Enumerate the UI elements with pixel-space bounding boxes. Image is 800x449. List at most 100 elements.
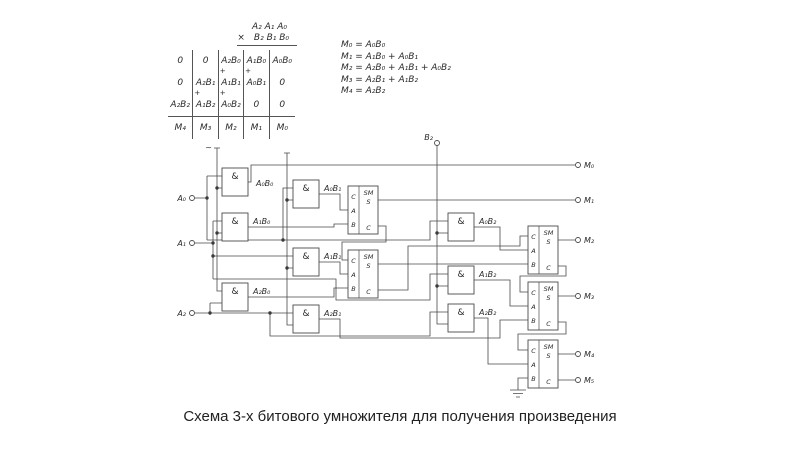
cell-value: M₃ [199,123,212,133]
and-gate-a0b0: & A₀B₀ [221,167,274,197]
adder-sm2: C A B SM S C [347,249,379,299]
cell-value: 0 [202,56,209,66]
adder-body [347,185,379,235]
gate-body [292,247,320,277]
net-ground [510,377,528,398]
cell-value: A₀B₀ [272,56,293,66]
net-a2 [195,302,448,337]
gate-body [447,265,475,295]
adder-out-c: C [546,378,551,386]
adder-in-b: B [531,317,536,325]
result-cell: M₄ [168,116,194,139]
adder-sm3: C A B SM S C [527,225,559,275]
cell-value: 0 [279,78,286,88]
net-g8-to-sm4 [474,279,528,307]
and-gate-a2b0: & A₂B₀ [221,282,271,312]
cell-value: A₁B₀ [246,56,267,66]
and-gate-a2b1: & A₂B₁ [292,304,341,334]
and-symbol: & [457,217,464,227]
cell-value: A₂B₂ [170,100,190,110]
table-cell: A₂B₀ [219,50,245,72]
and-symbol: & [231,287,238,297]
junction-dot [211,254,215,258]
net-b2 [436,146,448,325]
output-m5: M₅ [575,376,594,385]
adder-out-s: S [366,198,370,206]
adder-in-a: A [350,207,355,215]
and-symbol: & [302,309,309,319]
gate-body [292,304,320,334]
output-label-m5: M₅ [584,376,594,385]
output-m3: M₃ [575,292,594,301]
net-g2-to-sm1 [248,223,348,228]
adder-sm1: C A B SM S C [347,185,379,235]
multiplier: B₂ B₁ B₀ [253,33,289,43]
multiply-sign: × [237,33,245,43]
adder-out-s: S [546,294,550,302]
cell-value: 0 [253,100,260,110]
and-symbol: & [302,252,309,262]
adder-body [527,281,559,331]
adder-body [527,339,559,389]
input-label-a0: A₀ [176,194,186,203]
adder-out-c: C [366,288,371,296]
cell-value: A₂B₀ [221,56,241,66]
adder-out-c: C [366,224,371,232]
terminal [189,195,195,201]
and-gate-a1b2: & A₁B₂ [447,265,497,295]
multiplier-row: × B₂ B₁ B₀ [237,33,297,46]
cell-value: A₀B₁ [246,78,267,88]
gate-body [447,303,475,333]
input-a1: A₁ [176,239,195,248]
net-g9-to-sm5 [474,317,528,365]
gate-label-a1b2: A₁B₂ [478,270,497,279]
adder-in-b: B [531,375,536,383]
and-symbol: & [457,308,464,318]
terminal [189,240,195,246]
equation-m1: M₁ = A₁B₀ + A₀B₁ [341,51,418,62]
mult-table-header: A₂ A₁ A₀ ×B₂ B₁ B₀ [168,22,297,46]
adder-out-c: C [546,264,551,272]
gate-label-a1b0: A₁B₀ [252,217,271,226]
table-cell: 0 [168,72,194,94]
junction-dot [285,266,289,270]
net-b0 [214,147,222,292]
equation-m2: M₂ = A₂B₀ + A₁B₁ + A₀B₂ [341,63,451,73]
net-b1 [284,152,293,326]
adder-sm5: C A B SM S C [527,339,559,389]
gate-body [221,282,249,312]
output-label-m2: M₂ [584,236,595,245]
cell-value: 0 [177,78,184,88]
input-a0: A₀ [176,194,195,203]
table-cell: 0 [270,72,295,94]
input-a2: A₂ [176,309,195,318]
adder-label: SM [544,229,554,237]
plus-sign: + [194,89,201,97]
gate-label-a2b2: A₂B₂ [478,308,497,317]
cell-value: A₁B₁ [221,78,241,88]
cell-value: 0 [279,100,286,110]
plus-sign: + [219,67,226,75]
equation-m3: M₃ = A₂B₁ + A₁B₂ [341,74,418,85]
adder-in-b: B [351,285,356,293]
adder-in-a: A [530,361,535,369]
adder-in-c: C [531,289,536,297]
net-g5-to-sm2 [319,261,348,275]
terminal [575,162,581,168]
result-cell: M₂ [218,116,245,139]
result-cell: M₀ [269,116,295,139]
net-g7-to-sm3 [474,226,528,251]
gate-label-a0b1: A₀B₁ [323,184,341,193]
junction-dot [215,186,219,190]
junction-dot [435,284,439,288]
junction-dot [268,311,272,315]
and-symbol: & [302,184,309,194]
adder-out-s: S [546,238,550,246]
gate-label-a0b0: A₀B₀ [255,179,274,188]
adder-out-s: S [546,352,550,360]
and-gate-a0b2: & A₀B₂ [447,212,497,242]
net-g3-to-sm2 [248,287,348,298]
adder-in-a: A [530,303,535,311]
equation-m4: M₄ = A₂B₂ [341,86,386,96]
